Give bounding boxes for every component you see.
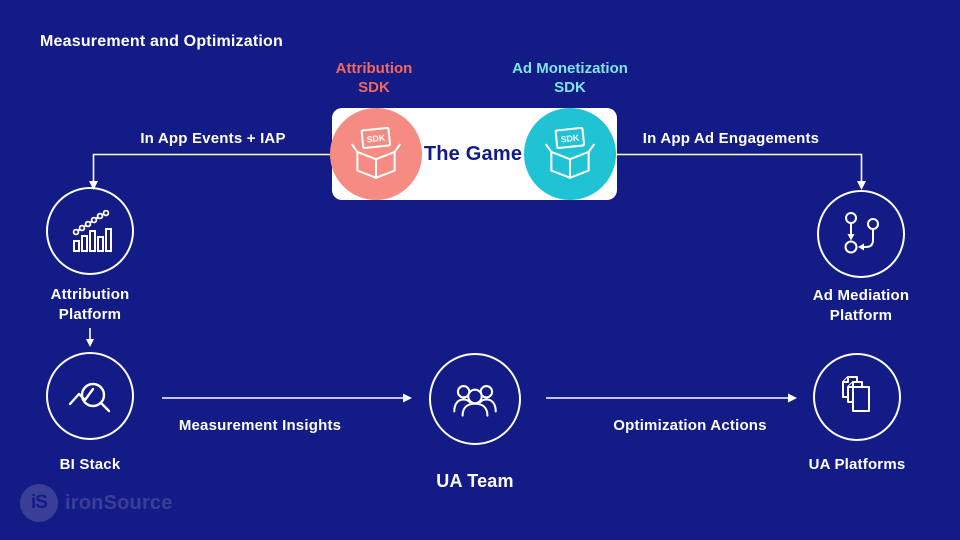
ua-platforms-label: UA Platforms bbox=[808, 456, 906, 473]
ad-mediation-label-line1: Ad Mediation bbox=[812, 287, 910, 304]
ad-mediation-platform-label: Ad Mediation Platform bbox=[771, 286, 951, 326]
attribution-platform-node bbox=[46, 187, 134, 275]
svg-text:SDK: SDK bbox=[560, 133, 580, 145]
analytics-chart-icon bbox=[72, 209, 112, 252]
ad-mediation-label-line2: Platform bbox=[829, 307, 893, 324]
attribution-sdk-circle: SDK bbox=[330, 108, 422, 200]
attribution-platform-label-line2: Platform bbox=[58, 306, 122, 323]
attribution-sdk-label: Attribution SDK bbox=[292, 59, 456, 97]
stacked-pages-icon bbox=[842, 376, 870, 412]
connector-game-to-ad-mediation bbox=[616, 153, 863, 182]
arrowhead-attribution-to-bi bbox=[86, 339, 94, 347]
flow-label-in-app-events: In App Events + IAP bbox=[140, 130, 286, 147]
ad-monetization-sdk-line2: SDK bbox=[554, 79, 586, 96]
sdk-box-icon: SDK bbox=[351, 126, 401, 179]
ironsource-logo-mark-icon: iS bbox=[20, 484, 58, 522]
bi-stack-node bbox=[46, 352, 134, 440]
attribution-platform-label: Attribution Platform bbox=[10, 285, 170, 325]
sdk-box-icon: SDK bbox=[545, 126, 595, 179]
arrowhead-to-uaplatforms bbox=[788, 393, 797, 403]
arrowhead-down-right bbox=[857, 181, 866, 190]
magnifier-trend-icon bbox=[68, 382, 111, 413]
arrowhead-down-left bbox=[89, 181, 98, 190]
ironsource-logo: iS ironSource bbox=[20, 484, 173, 522]
ad-mediation-platform-node bbox=[817, 190, 905, 278]
flow-label-measurement-insights: Measurement Insights bbox=[178, 417, 342, 434]
ua-platforms-node bbox=[813, 353, 901, 441]
page-title: Measurement and Optimization bbox=[40, 33, 283, 50]
ua-team-node bbox=[429, 353, 521, 445]
ad-monetization-sdk-line1: Ad Monetization bbox=[512, 60, 628, 77]
ua-team-label: UA Team bbox=[436, 471, 514, 491]
attribution-platform-label-line1: Attribution bbox=[50, 286, 130, 303]
svg-text:SDK: SDK bbox=[366, 133, 386, 145]
flow-label-in-app-ad-engagements: In App Ad Engagements bbox=[642, 130, 820, 147]
ironsource-logo-text: ironSource bbox=[65, 491, 173, 514]
the-game-label: The Game bbox=[423, 142, 523, 165]
arrowhead-to-uateam bbox=[403, 393, 412, 403]
attribution-sdk-line1: Attribution bbox=[335, 60, 413, 77]
connector-game-to-attribution-platform bbox=[92, 153, 330, 182]
bi-stack-label: BI Stack bbox=[59, 456, 121, 473]
ad-monetization-sdk-label: Ad Monetization SDK bbox=[482, 59, 658, 97]
ad-monetization-sdk-circle: SDK bbox=[524, 108, 616, 200]
attribution-sdk-line2: SDK bbox=[358, 79, 390, 96]
mediation-flow-icon bbox=[844, 212, 879, 254]
team-people-icon bbox=[453, 385, 497, 417]
flow-label-optimization-actions: Optimization Actions bbox=[613, 417, 767, 434]
